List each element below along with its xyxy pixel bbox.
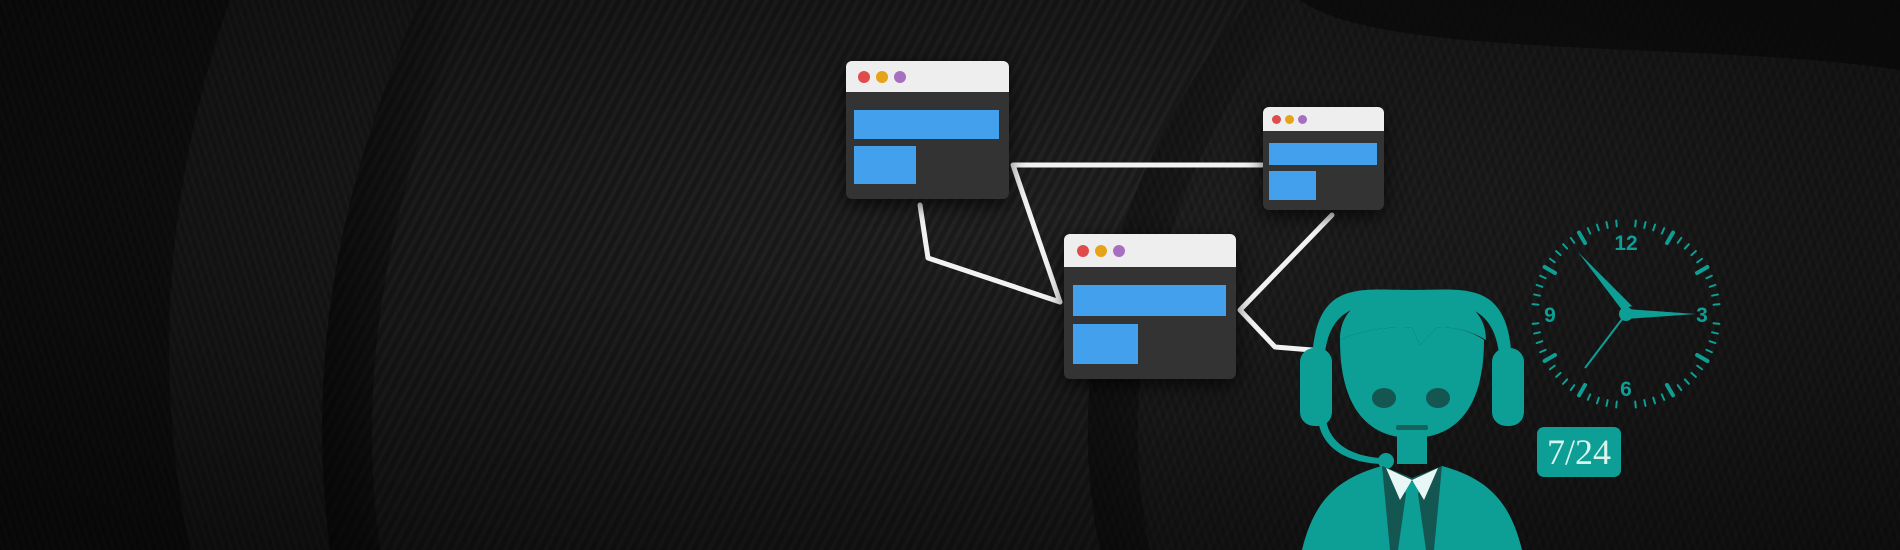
clock-minute-hand — [1626, 309, 1696, 319]
clock-hour-tick — [1542, 265, 1557, 275]
clock-minute-tick — [1533, 331, 1541, 335]
clock-minute-tick — [1605, 399, 1609, 407]
clock-minute-tick — [1595, 223, 1600, 232]
clock-minute-tick — [1696, 364, 1704, 371]
clock-minute-tick — [1555, 371, 1562, 378]
eye-left — [1372, 388, 1396, 408]
clock-numeral-6: 6 — [1620, 378, 1632, 401]
support-hours-badge: 7/24 — [1537, 427, 1621, 477]
eye-right — [1426, 388, 1450, 408]
clock-minute-tick — [1569, 236, 1576, 244]
connector-line-right — [1237, 212, 1335, 353]
clock-minute-tick — [1660, 227, 1666, 235]
clock-minute-tick — [1683, 378, 1690, 385]
clock-minute-tick — [1712, 303, 1721, 306]
clock-minute-tick — [1708, 340, 1717, 345]
clock-numeral-12: 12 — [1614, 232, 1637, 255]
clock-minute-tick — [1555, 250, 1562, 257]
mouth — [1396, 425, 1428, 430]
clock-minute-tick — [1711, 293, 1719, 297]
clock-hour-hand — [1578, 252, 1632, 310]
maximize-dot-icon — [1113, 245, 1125, 257]
clock-minute-tick — [1652, 396, 1657, 405]
minimize-dot-icon — [1285, 115, 1294, 124]
close-dot-icon — [1077, 245, 1089, 257]
clock-minute-tick — [1562, 378, 1569, 385]
clock-ticks — [1531, 219, 1721, 409]
clock-minute-tick — [1705, 348, 1713, 354]
clock-minute-tick — [1634, 219, 1637, 228]
clock-minute-tick — [1539, 348, 1547, 354]
close-dot-icon — [858, 71, 870, 83]
clock-minute-tick — [1660, 393, 1666, 401]
clock-second-hand — [1584, 313, 1627, 369]
connector-line-left — [917, 202, 1063, 305]
clock-minute-tick — [1595, 396, 1600, 405]
clock-hour-tick — [1665, 230, 1675, 245]
clock-minute-tick — [1708, 283, 1717, 288]
close-dot-icon — [1272, 115, 1281, 124]
clock-hour-tick — [1542, 353, 1557, 363]
clock-minute-tick — [1615, 400, 1618, 409]
clock-minute-tick — [1531, 303, 1540, 306]
clock-minute-tick — [1711, 331, 1719, 335]
clock-minute-tick — [1586, 393, 1592, 401]
clock-minute-tick — [1643, 221, 1647, 229]
content-bar-wide — [854, 110, 999, 139]
clock-minute-tick — [1705, 274, 1713, 280]
clock-minute-tick — [1643, 399, 1647, 407]
clock-minute-tick — [1615, 219, 1618, 228]
clock-minute-tick — [1535, 283, 1544, 288]
content-bar-short — [1269, 171, 1316, 200]
clock-numeral-3: 3 — [1696, 304, 1708, 327]
content-bar-short — [854, 146, 916, 184]
clock-minute-tick — [1696, 257, 1704, 264]
clock-minute-tick — [1535, 340, 1544, 345]
minimize-dot-icon — [876, 71, 888, 83]
clock-minute-tick — [1676, 384, 1683, 392]
clock-hour-tick — [1665, 383, 1675, 398]
maximize-dot-icon — [894, 71, 906, 83]
clock-minute-tick — [1533, 293, 1541, 297]
clock-hour-tick — [1577, 230, 1587, 245]
clock-minute-tick — [1562, 243, 1569, 250]
content-bar-wide — [1269, 143, 1377, 165]
content-bar-wide — [1073, 285, 1226, 316]
clock-minute-tick — [1634, 400, 1637, 409]
clock-minute-tick — [1531, 322, 1540, 325]
clock-minute-tick — [1683, 243, 1690, 250]
clock-minute-tick — [1676, 236, 1683, 244]
clock-minute-tick — [1539, 274, 1547, 280]
window-top-left — [846, 61, 1009, 199]
clock-minute-tick — [1690, 371, 1697, 378]
window-titlebar — [846, 61, 1009, 92]
clock-hour-tick — [1695, 265, 1710, 275]
connector-line-top — [1010, 162, 1265, 305]
clock-hour-tick — [1577, 383, 1587, 398]
content-bar-short — [1073, 324, 1138, 364]
clock-minute-tick — [1586, 227, 1592, 235]
clock-minute-tick — [1605, 221, 1609, 229]
window-titlebar — [1263, 107, 1384, 131]
minimize-dot-icon — [1095, 245, 1107, 257]
clock-numeral-9: 9 — [1544, 304, 1556, 327]
window-top-right — [1263, 107, 1384, 210]
window-center — [1064, 234, 1236, 379]
clock-minute-tick — [1652, 223, 1657, 232]
clock-center — [1619, 307, 1633, 321]
clock-minute-tick — [1569, 384, 1576, 392]
clock-minute-tick — [1712, 322, 1721, 325]
clock-minute-tick — [1548, 257, 1556, 264]
window-titlebar — [1064, 234, 1236, 267]
maximize-dot-icon — [1298, 115, 1307, 124]
clock-hour-tick — [1695, 353, 1710, 363]
clock-minute-tick — [1548, 364, 1556, 371]
clock-minute-tick — [1690, 250, 1697, 257]
